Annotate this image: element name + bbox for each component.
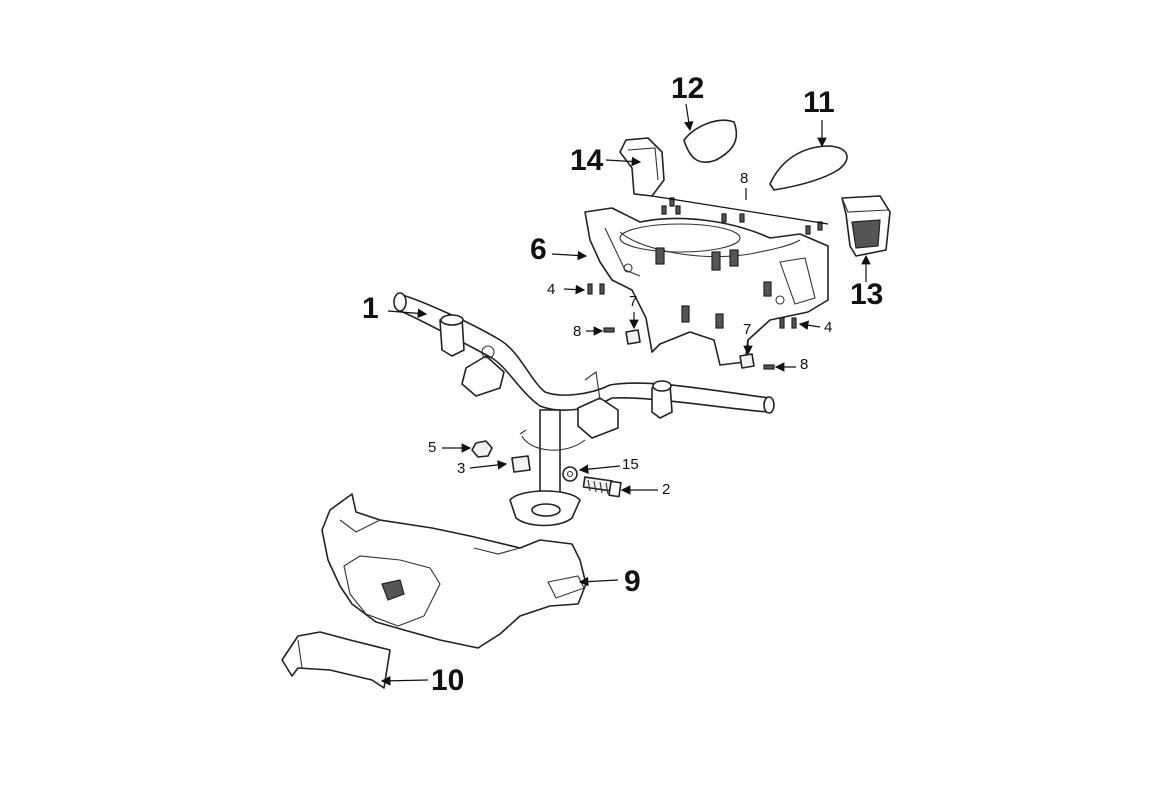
clip-part-7-right <box>739 353 755 369</box>
screws-part-8-top <box>661 197 823 235</box>
callout-2: 2 <box>662 481 671 498</box>
callout-15: 15 <box>622 456 639 473</box>
callout-13: 13 <box>850 278 884 311</box>
callout-8-left: 8 <box>573 323 582 340</box>
callout-14: 14 <box>570 144 604 177</box>
bolt-part-2 <box>582 476 622 498</box>
leader-lines <box>380 103 871 686</box>
trim-part-10 <box>281 631 391 689</box>
callout-7-right: 7 <box>743 321 752 338</box>
callout-11: 11 <box>803 86 835 119</box>
lower-cover-part-9 <box>321 493 587 649</box>
screw-part-8-left <box>603 327 615 333</box>
callout-3: 3 <box>457 460 466 477</box>
screw-part-8-right <box>763 364 775 370</box>
callout-4-right: 4 <box>824 319 833 336</box>
lens-part-11 <box>769 145 848 191</box>
callout-7-left: 7 <box>629 293 638 310</box>
callout-5: 5 <box>428 439 437 456</box>
callout-12: 12 <box>671 72 705 105</box>
screw-part-4-left-b <box>599 283 605 295</box>
cover-part-14 <box>619 137 665 197</box>
panel-part-13 <box>841 195 891 257</box>
lens-part-12 <box>683 119 738 164</box>
screw-part-4-right-a <box>779 317 785 329</box>
callout-10: 10 <box>431 664 465 697</box>
screw-part-4-left-a <box>587 283 593 295</box>
callout-1: 1 <box>362 292 379 325</box>
steering-column <box>509 409 586 527</box>
spacer-part-3 <box>511 455 531 473</box>
upper-cover-part-6 <box>584 207 829 366</box>
callout-8-right: 8 <box>800 356 809 373</box>
clip-part-7-left <box>625 329 641 345</box>
screw-part-4-right-b <box>791 317 797 329</box>
callout-6: 6 <box>530 233 547 266</box>
callout-9: 9 <box>624 565 641 598</box>
callout-4-left: 4 <box>547 281 556 298</box>
nut-part-5 <box>471 440 493 458</box>
callout-8-top: 8 <box>740 170 749 187</box>
handlebar-part <box>393 292 775 439</box>
washer-part-15 <box>562 466 578 482</box>
